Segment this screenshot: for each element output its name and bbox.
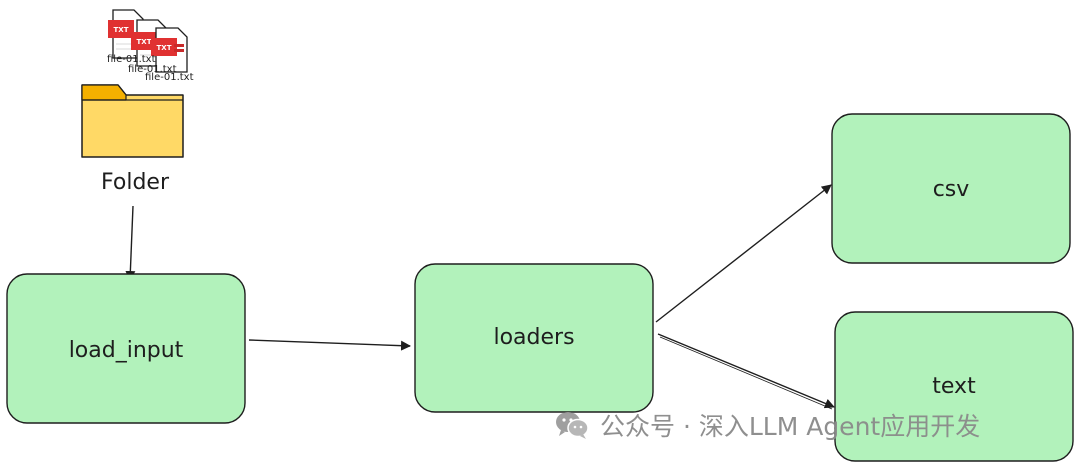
- node-text[interactable]: text: [834, 311, 1074, 462]
- arrow-loaders-to-text: [657, 333, 835, 409]
- svg-text:TXT: TXT: [137, 38, 152, 46]
- svg-text:TXT: TXT: [114, 26, 129, 34]
- arrow-load-input-to-loaders: [248, 339, 411, 351]
- node-load-input[interactable]: load_input: [6, 273, 246, 424]
- node-load-input-label: load_input: [69, 338, 184, 363]
- node-csv[interactable]: csv: [831, 113, 1071, 264]
- node-csv-label: csv: [933, 177, 970, 202]
- watermark-text: 公众号 · 深入LLM Agent应用开发: [600, 412, 981, 441]
- node-loaders-label: loaders: [493, 325, 574, 350]
- arrow-folder-to-load-input: [125, 205, 136, 281]
- txt-file-3: TXT: [151, 27, 188, 73]
- file-label-3: file-01.txt: [145, 72, 194, 83]
- wechat-icon: [556, 412, 589, 439]
- node-loaders[interactable]: loaders: [414, 263, 654, 413]
- folder-icon: [81, 84, 184, 158]
- arrow-loaders-to-text-stroke2: [659, 336, 833, 410]
- file-label-1: file-01.txt: [107, 54, 156, 65]
- txt-badge-1: [108, 20, 134, 38]
- folder-label: Folder: [101, 170, 170, 195]
- file-label-2: file-01.txt: [128, 64, 177, 75]
- svg-text:TXT: TXT: [157, 44, 172, 52]
- txt-badge-2: [131, 32, 157, 50]
- arrow-loaders-to-csv: [655, 184, 832, 323]
- watermark: 公众号 · 深入LLM Agent应用开发: [554, 407, 980, 443]
- txt-files-icon: TXT TXT TXT file-01.txt file-01.txt file…: [107, 9, 194, 83]
- node-text-label: text: [932, 374, 976, 399]
- txt-badge-3: [151, 38, 177, 56]
